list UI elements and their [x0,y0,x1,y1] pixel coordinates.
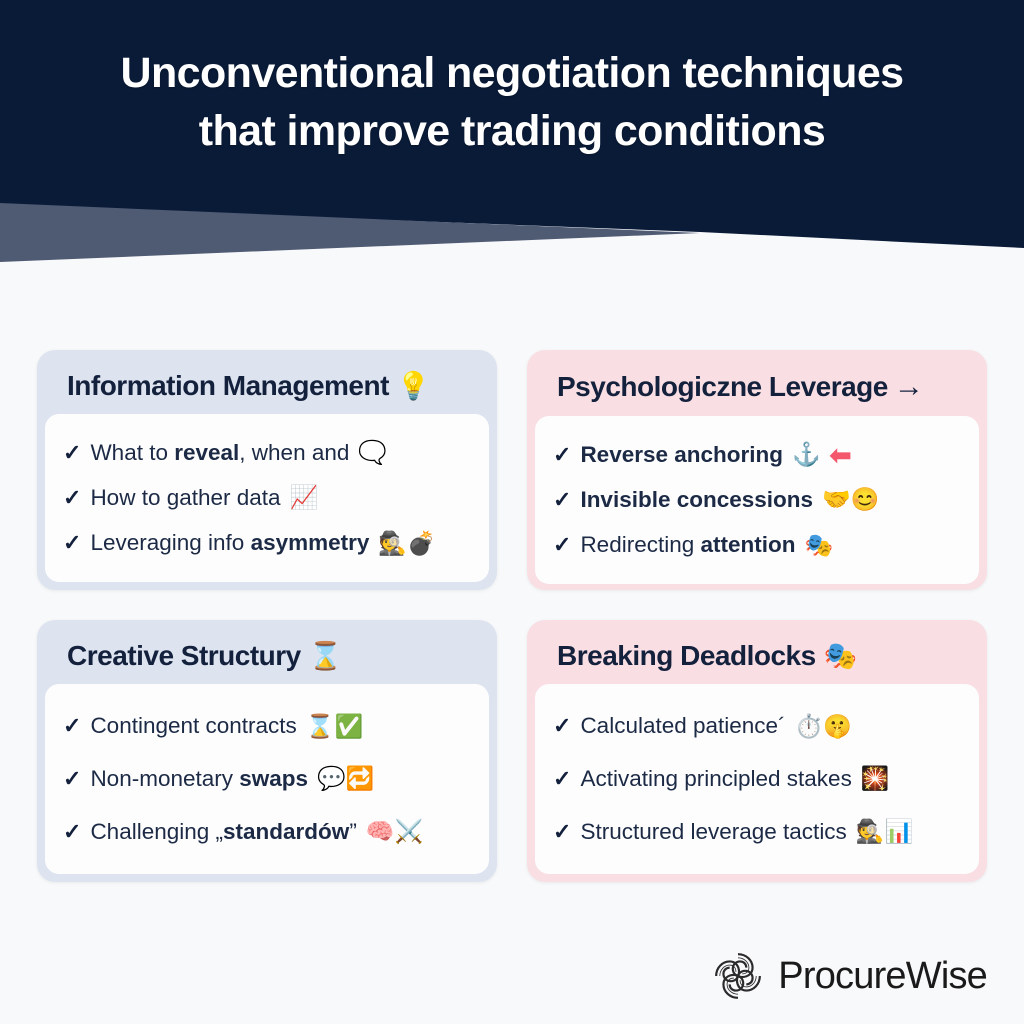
list-item: ✓ How to gather data 📈 [63,484,473,512]
list-item: ✓ Reverse anchoring ⚓ ⬅ [553,441,963,469]
arrow-left-icon: ⬅ [829,439,852,470]
card-information-management[interactable]: Information Management 💡 ✓ What to revea… [37,350,497,590]
card-title-text: Information Management [67,370,389,401]
list-item-label: Activating principled stakes [580,765,852,791]
lightbulb-icon: 💡 [396,370,431,401]
firework-icon: 🎇 [860,765,890,792]
page-title: Unconventional negotiation techniques th… [0,44,1024,160]
list-item-label: Reverse anchoring [580,441,784,467]
brand-logo: ProcureWise [712,950,988,1002]
card-title-text: Breaking Deadlocks [557,640,816,671]
list-item: ✓ Calculated patience´ ⏱️🤫 [553,712,963,740]
card-title-text: Creative Structury [67,640,301,671]
list-item-label: Challenging „standardów” [90,818,357,844]
check-icon: ✓ [553,441,572,467]
check-icon: ✓ [63,530,82,556]
list-item-label: What to reveal, when and [90,439,350,465]
performing-arts-icon: 🎭 [804,531,834,558]
card-breaking-deadlocks[interactable]: Breaking Deadlocks 🎭 ✓ Calculated patien… [527,620,987,882]
detective-bomb-icon: 🕵️💣 [378,529,436,556]
brain-swords-icon: 🧠⚔️ [365,818,424,845]
card-body-information-management: ✓ What to reveal, when and 🗨️ ✓ How to g… [45,414,489,582]
card-body-psychologiczne-leverage: ✓ Reverse anchoring ⚓ ⬅ ✓ Invisible conc… [535,416,979,584]
check-icon: ✓ [553,713,572,739]
check-icon: ✓ [553,765,572,791]
card-title-psychologiczne-leverage: Psychologiczne Leverage → [535,358,979,416]
list-item-label: Invisible concessions [580,486,814,512]
stopwatch-thinking-icon: ⏱️🤫 [794,712,852,739]
list-item: ✓ Redirecting attention 🎭 [553,531,963,559]
list-item: ✓ Challenging „standardów” 🧠⚔️ [63,818,473,846]
list-item: ✓ Activating principled stakes 🎇 [553,765,963,793]
card-body-breaking-deadlocks: ✓ Calculated patience´ ⏱️🤫 ✓ Activating … [535,684,979,874]
hourglass-icon: ⌛ [308,640,343,671]
card-title-information-management: Information Management 💡 [45,358,489,414]
check-icon: ✓ [63,713,82,739]
list-item: ✓ Structured leverage tactics 🕵️📊 [553,818,963,846]
detective-chart-icon: 🕵️📊 [855,818,914,845]
chart-increasing-icon: 📈 [289,484,319,511]
card-psychologiczne-leverage[interactable]: Psychologiczne Leverage → ✓ Reverse anch… [527,350,987,590]
card-creative-structury[interactable]: Creative Structury ⌛ ✓ Contingent contra… [37,620,497,882]
card-grid: Information Management 💡 ✓ What to revea… [37,350,987,882]
check-icon: ✓ [553,818,572,844]
check-icon: ✓ [63,484,82,510]
celtic-knot-icon [715,953,762,999]
page-title-line-1: Unconventional negotiation techniques [120,49,905,97]
check-icon: ✓ [63,765,82,791]
list-item-label: Leveraging info asymmetry [90,530,370,556]
list-item-label: Non-monetary swaps [90,765,309,791]
list-item: ✓ Non-monetary swaps 💬🔁 [63,765,473,793]
list-item-label: Calculated patience´ [580,713,786,739]
arrow-right-icon: → [893,370,924,403]
check-icon: ✓ [553,486,572,512]
brand-name: ProcureWise [778,954,988,997]
list-item-label: Redirecting attention [580,532,796,558]
header-banner: Unconventional negotiation techniques th… [0,0,1024,262]
list-item: ✓ Leveraging info asymmetry 🕵️💣 [63,529,473,557]
card-title-text: Psychologiczne Leverage [557,371,888,402]
handshake-smile-icon: 🤝😊 [822,486,880,513]
list-item-label: Structured leverage tactics [580,818,847,844]
header-background-shape [0,0,1024,262]
list-item: ✓ Contingent contracts ⌛✅ [63,712,473,740]
speech-repeat-icon: 💬🔁 [317,765,375,792]
card-title-breaking-deadlocks: Breaking Deadlocks 🎭 [535,628,979,684]
list-item: ✓ Invisible concessions 🤝😊 [553,486,963,514]
performing-arts-icon: 🎭 [823,640,858,671]
anchor-icon: ⚓ [792,441,821,468]
list-item: ✓ What to reveal, when and 🗨️ [63,439,473,467]
page-title-line-2: that improve trading conditions [198,107,826,155]
hourglass-check-icon: ⌛✅ [305,712,364,739]
list-item-label: How to gather data [90,484,281,510]
list-item-label: Contingent contracts [90,713,297,739]
card-title-creative-structury: Creative Structury ⌛ [45,628,489,684]
check-icon: ✓ [63,439,82,465]
card-body-creative-structury: ✓ Contingent contracts ⌛✅ ✓ Non-monetary… [45,684,489,874]
speech-bubble-icon: 🗨️ [358,439,388,466]
check-icon: ✓ [63,818,82,844]
check-icon: ✓ [553,532,572,558]
